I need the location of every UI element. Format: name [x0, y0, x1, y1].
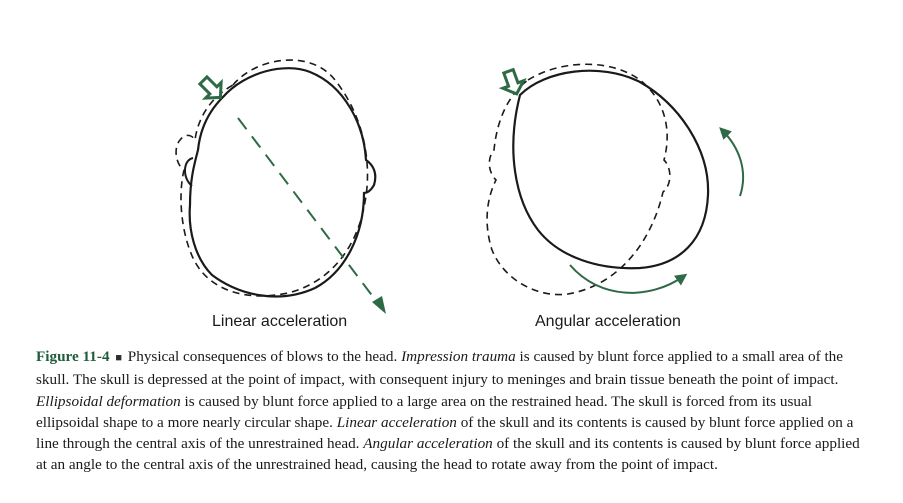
linear-acceleration-label: Linear acceleration [212, 313, 348, 330]
curved-arrow-icon [569, 264, 688, 294]
head-outline [188, 67, 377, 298]
term-angular-acceleration: Angular acceleration [363, 435, 493, 453]
term-linear-acceleration: Linear acceleration [336, 413, 457, 431]
hollow-arrow-icon [197, 74, 223, 100]
figure-caption: Figure 11-4 ■ Physical consequences of b… [36, 346, 868, 476]
ear-left [184, 157, 194, 187]
original-head-outline [486, 63, 671, 296]
linear-acceleration-diagram [175, 59, 386, 314]
caption-sentence-4: of the skull and its contents is caused … [36, 413, 854, 453]
caption-sentence-2: is caused by blunt force applied to a sm… [36, 348, 843, 389]
force-line-arrowhead [372, 296, 386, 314]
caption-sentence-3: is caused by blunt force applied to a la… [36, 392, 812, 431]
displaced-head-outline [175, 59, 369, 297]
square-bullet-icon: ■ [115, 352, 122, 364]
angular-acceleration-diagram [486, 63, 745, 296]
caption-sentence-1: Physical consequences of blows to the he… [127, 348, 398, 365]
hollow-arrow-icon [498, 67, 527, 96]
caption-sentence-5: of the skull and its contents is caused … [36, 435, 860, 474]
head-outline-rotated [512, 69, 710, 270]
figure-number: Figure 11-4 [36, 348, 110, 365]
angular-acceleration-label: Angular acceleration [535, 313, 681, 330]
term-ellipsoidal-deformation: Ellipsoidal deformation [36, 392, 181, 410]
curved-arrow-icon [719, 127, 745, 197]
force-line [237, 117, 384, 311]
term-impression-trauma: Impression trauma [401, 348, 516, 365]
illustration [175, 59, 745, 314]
